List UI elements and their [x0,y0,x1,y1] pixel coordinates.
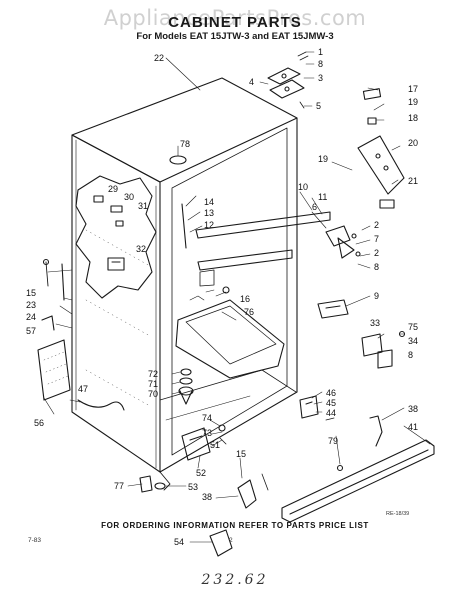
callout-label: 45 [326,398,336,408]
callout-label: 72 [148,369,158,379]
callout-label: 31 [138,201,148,211]
callout-label: 53 [188,482,198,492]
upper-rail [195,211,331,239]
callout-label: 73 [202,428,212,438]
watermark: AppliancePartsPros.com [103,6,367,30]
callout-label: 38 [408,404,418,414]
print-code: 7-83 [28,537,42,544]
handwritten-note: 232.62 [201,572,269,588]
callout-label: 46 [326,388,336,398]
callout-label: 44 [326,408,336,418]
callout-label: 54 [174,537,184,547]
callout-label: 34 [408,336,418,346]
callout-label: 70 [148,389,158,399]
callout-label: 74 [202,413,212,423]
shelf-clip-16 [222,286,230,294]
lower-bracket-parts [139,424,269,557]
screw-79 [336,464,344,472]
ordering-info-note: FOR ORDERING INFORMATION REFER TO PARTS … [101,521,369,530]
callout-label: 75 [408,322,418,332]
callout-label: 24 [26,312,36,322]
callout-label: 78 [180,139,190,149]
callout-label: 12 [204,220,214,230]
callout-label: 19 [408,97,418,107]
leveler-stack [178,368,194,405]
center-hinge [325,225,361,259]
callout-label: 77 [114,481,124,491]
leader-lines [43,51,431,543]
callout-label: 8 [374,262,379,272]
callout-label: 15 [236,449,246,459]
cabinet-body [71,77,298,473]
callout-label: 18 [408,113,418,123]
bottom-hinge-parts [361,330,406,369]
callout-label: 17 [408,84,418,94]
thermostat-part [107,257,125,271]
callout-label: 9 [374,291,379,301]
callout-label: 1 [318,47,323,57]
page-number: 2 [229,537,233,544]
callout-label: 2 [374,220,379,230]
callout-label: 23 [26,300,36,310]
callout-label: 3 [318,73,323,83]
callout-label: 29 [108,184,118,194]
bracket-44-46 [299,395,319,419]
callout-label: 71 [148,379,158,389]
callout-label: 2 [374,248,379,258]
callout-label: 16 [240,294,250,304]
callout-label: 14 [204,197,214,207]
door-latch-part [317,299,349,319]
top-cap-part [169,155,187,165]
callout-label: 38 [202,492,212,502]
callout-label: 79 [328,436,338,446]
callout-label: 47 [78,384,88,394]
callout-label: 4 [249,77,254,87]
callout-label: 7 [374,234,379,244]
callout-label: 52 [196,468,206,478]
callout-label: 56 [34,418,44,428]
grille-bracket-right [369,415,383,447]
callout-label: 76 [244,307,254,317]
left-side-parts [41,258,65,331]
callout-label: 13 [204,208,214,218]
top-hinge-assembly [267,51,309,109]
lower-rail [197,249,293,271]
bracket-part [110,205,123,213]
crisper-pan [175,299,285,379]
callout-label: 32 [136,244,146,254]
diagram-subtitle: For Models EAT 15JTW-3 and EAT 15JMW-3 [136,31,334,42]
callout-label: 20 [408,138,418,148]
callout-label: 5 [316,101,321,111]
callout-label: 6 [312,202,317,212]
callout-label: 22 [154,53,164,63]
callout-label: 8 [318,59,323,69]
base-grille [281,439,435,523]
callout-label: 10 [298,182,308,192]
door-stop-parts [357,88,405,209]
callout-label: 21 [408,176,418,186]
screw-part [115,220,124,227]
callout-label: 41 [408,422,418,432]
callout-label: 33 [370,318,380,328]
callout-label: 19 [318,154,328,164]
drain-tube-47 [77,399,125,411]
callout-labels: 1 8 3 4 5 22 78 17 19 18 20 19 21 29 30 … [26,47,418,547]
clip-part [93,195,104,203]
callout-label: 11 [318,192,327,202]
callout-label: 8 [408,350,413,360]
callout-label: 15 [26,288,36,298]
diagram-title: CABINET PARTS [168,14,302,31]
callout-label: 30 [124,192,134,202]
figure-ref-code: RE-18/39 [386,511,410,517]
rear-panel-56 [37,339,71,401]
callout-label: 51 [210,440,220,450]
callout-label: 57 [26,326,36,336]
wall-cutaway-panel [75,175,157,299]
wire-tube-part [181,203,187,249]
